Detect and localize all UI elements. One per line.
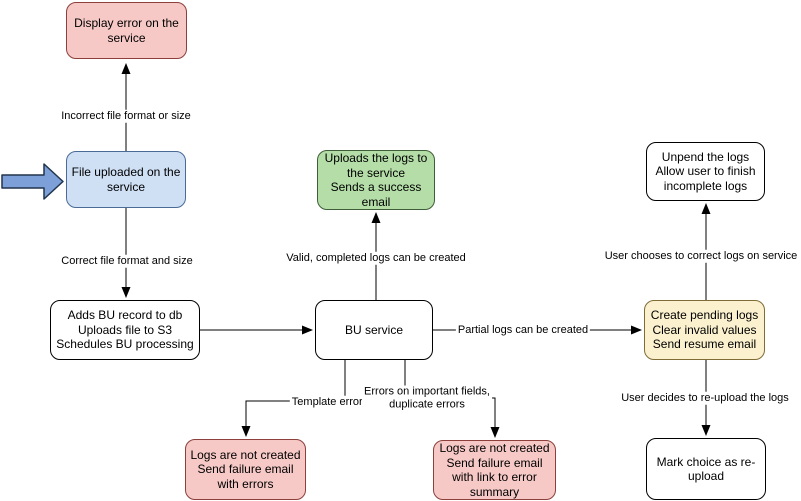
node-mark-reupload: Mark choice as re- upload	[646, 438, 766, 500]
edge-label-field-errors: Errors on important fields, duplicate er…	[362, 385, 492, 411]
node-file-uploaded: File uploaded on the service	[66, 151, 186, 208]
node-create-pending: Create pending logs Clear invalid values…	[644, 300, 765, 360]
node-display-error: Display error on the service	[66, 2, 187, 59]
node-bu-service: BU service	[315, 300, 433, 360]
node-adds-bu-record: Adds BU record to db Uploads file to S3 …	[50, 300, 200, 360]
edge-label-template-errors: Template errors	[289, 395, 371, 409]
edge-label-partial-logs: Partial logs can be created	[455, 323, 591, 337]
edge-label-correct-file: Correct file format and size	[59, 254, 195, 268]
node-unpend-logs: Unpend the logs Allow user to finish inc…	[646, 142, 765, 201]
edge-label-incorrect-file: Incorrect file format or size	[59, 109, 193, 123]
edge-label-user-reuploads: User decides to re-upload the logs	[619, 391, 791, 405]
node-fail-fields: Logs are not created Send failure email …	[433, 440, 556, 500]
node-upload-success: Uploads the logs to the service Sends a …	[317, 150, 435, 210]
entry-block-arrow-icon	[1, 163, 64, 200]
edge-label-valid-logs: Valid, completed logs can be created	[284, 251, 468, 265]
node-fail-template: Logs are not created Send failure email …	[185, 439, 306, 500]
edge-label-user-corrects: User chooses to correct logs on service	[602, 249, 800, 263]
